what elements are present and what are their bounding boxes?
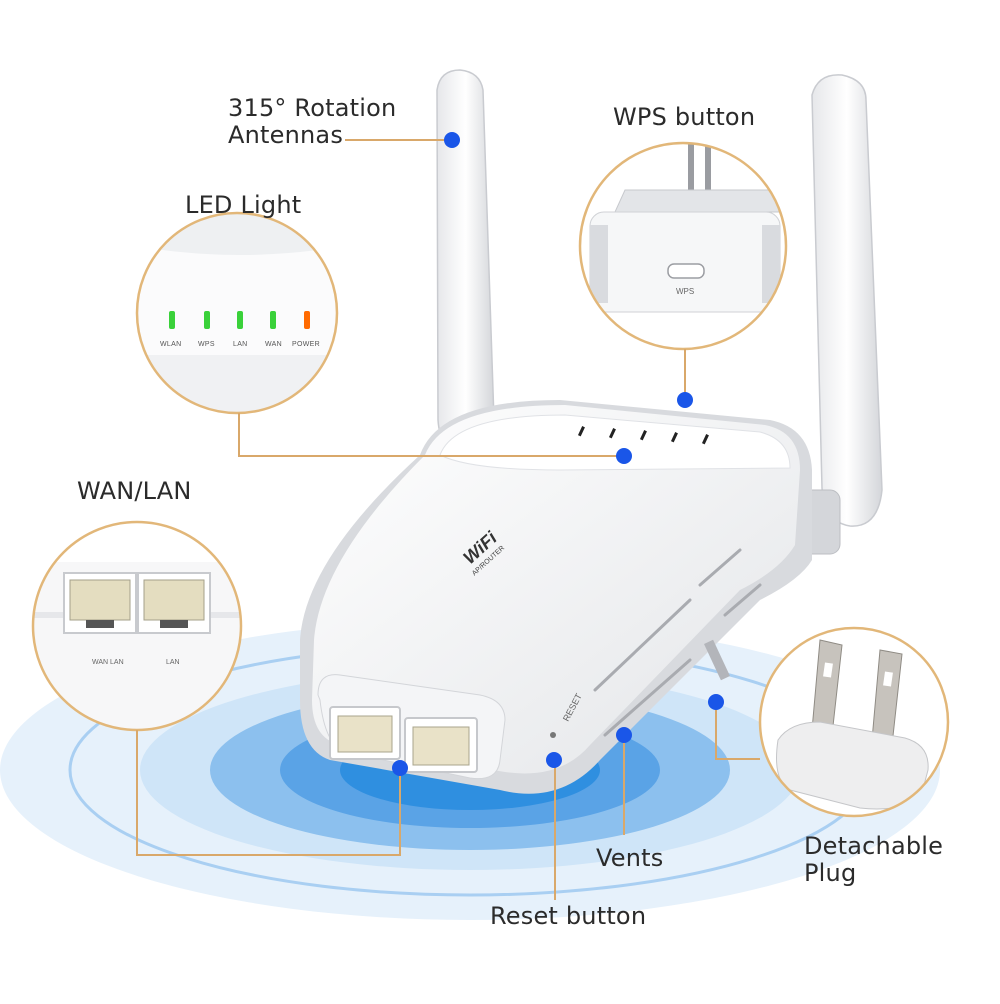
plug-label-line1: Detachable bbox=[804, 832, 944, 860]
router-ports bbox=[329, 706, 478, 773]
antennas-label-line1: 315° Rotation bbox=[228, 94, 397, 122]
svg-text:WLAN: WLAN bbox=[160, 341, 181, 348]
wps-label: WPS button bbox=[613, 103, 756, 131]
wps-inset: WPS bbox=[578, 141, 788, 351]
plug-inset bbox=[758, 626, 950, 818]
led-indicators bbox=[169, 311, 310, 329]
plug-label-line2: Plug bbox=[804, 859, 857, 887]
router-body: WiFi AP/ROUTER RESET bbox=[300, 400, 812, 794]
svg-text:LAN: LAN bbox=[233, 341, 248, 348]
svg-text:LAN: LAN bbox=[166, 659, 180, 666]
antennas-label-line2: Antennas bbox=[228, 121, 344, 149]
svg-text:POWER: POWER bbox=[292, 341, 320, 348]
svg-text:WAN LAN: WAN LAN bbox=[92, 659, 124, 666]
wps-button-graphic bbox=[667, 263, 705, 279]
router-top-leds bbox=[577, 426, 709, 445]
callout-dots bbox=[392, 132, 724, 776]
router-vents bbox=[593, 548, 762, 737]
svg-text:WPS: WPS bbox=[198, 341, 215, 348]
antennas-label: 315° Rotation Antennas bbox=[228, 95, 396, 149]
wan-lan-inset: WAN LAN LAN bbox=[31, 520, 243, 732]
wan-lan-label: WAN/LAN bbox=[77, 477, 192, 505]
svg-text:WPS: WPS bbox=[676, 287, 694, 296]
svg-text:WAN: WAN bbox=[265, 341, 282, 348]
led-inset: WLAN WPS LAN WAN POWER bbox=[135, 211, 339, 415]
plug-label: Detachable Plug bbox=[804, 833, 943, 887]
led-label: LED Light bbox=[185, 191, 302, 219]
reset-label: Reset button bbox=[490, 902, 647, 930]
leader-lines bbox=[136, 139, 760, 900]
vents-label: Vents bbox=[596, 844, 664, 872]
